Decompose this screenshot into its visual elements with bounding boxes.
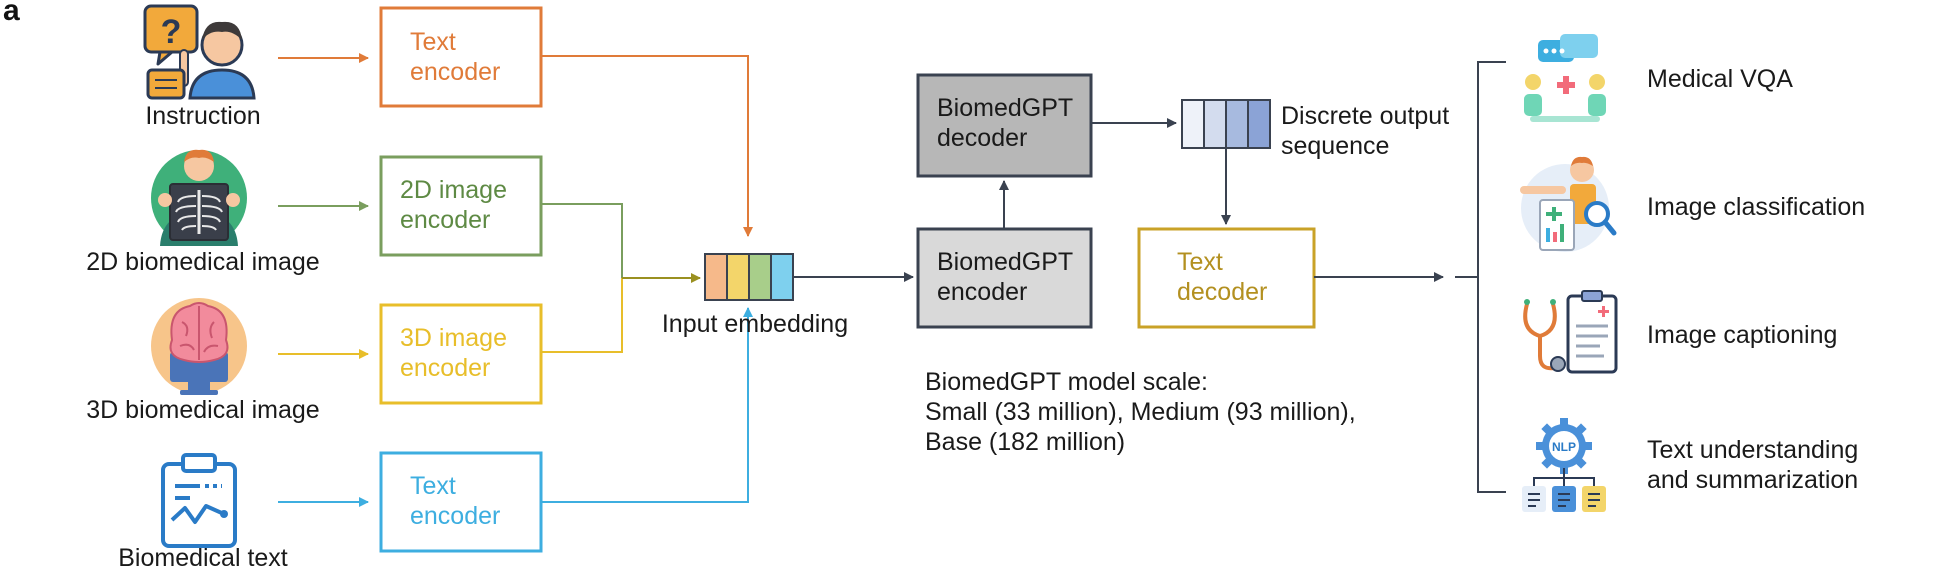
connector-2d	[541, 203, 623, 278]
task-image-classification: Image classification	[1647, 193, 1865, 221]
svg-text:BiomedGPT: BiomedGPT	[937, 248, 1073, 276]
task-text-understanding-line1: Text understanding	[1647, 436, 1858, 464]
svg-text:encoder: encoder	[410, 58, 500, 86]
svg-text:?: ?	[161, 13, 182, 51]
svg-text:encoder: encoder	[937, 278, 1027, 306]
instruction-label: Instruction	[145, 102, 260, 130]
svg-text:decoder: decoder	[937, 124, 1027, 152]
svg-text:Text: Text	[410, 472, 456, 500]
question-person-icon: ?	[143, 4, 256, 100]
medical-vqa-icon	[1524, 34, 1606, 122]
svg-text:encoder: encoder	[410, 502, 500, 530]
svg-text:2D image: 2D image	[400, 176, 507, 204]
xray-person-icon	[151, 149, 247, 246]
model-scale-sizes: Small (33 million), Medium (93 million),	[925, 398, 1356, 426]
brain-monitor-icon	[151, 298, 247, 395]
connector-text-bottom	[541, 307, 753, 503]
image-2d-label: 2D biomedical image	[86, 248, 319, 276]
clipboard-icon	[161, 453, 237, 548]
text-encoder-bottom: Text encoder	[379, 451, 543, 553]
discrete-output-label-line2: sequence	[1281, 132, 1389, 160]
stethoscope-report-icon	[1523, 290, 1618, 374]
image-3d-encoder: 3D image encoder	[379, 303, 543, 405]
text-encoder-top: Text encoder	[379, 6, 543, 108]
discrete-output-sequence	[1181, 99, 1271, 149]
svg-text:Text: Text	[1177, 248, 1223, 276]
task-bracket	[1477, 61, 1506, 493]
input-embedding-block	[704, 253, 794, 301]
svg-text:Text: Text	[410, 28, 456, 56]
nlp-gear-icon: NLP	[1522, 418, 1606, 512]
biomedgpt-decoder: BiomedGPT decoder	[916, 73, 1093, 178]
connector-3d	[541, 278, 623, 353]
discrete-output-label-line1: Discrete output	[1281, 102, 1449, 130]
text-input-label: Biomedical text	[118, 544, 288, 572]
model-scale-base: Base (182 million)	[925, 428, 1125, 456]
svg-text:3D image: 3D image	[400, 324, 507, 352]
image-classification-icon	[1520, 156, 1617, 252]
image-3d-label: 3D biomedical image	[86, 396, 319, 424]
task-medical-vqa: Medical VQA	[1647, 65, 1793, 93]
input-embedding-label: Input embedding	[662, 310, 848, 338]
image-2d-encoder: 2D image encoder	[379, 155, 543, 257]
svg-text:decoder: decoder	[1177, 278, 1267, 306]
text-decoder: Text decoder	[1137, 227, 1316, 329]
svg-text:encoder: encoder	[400, 354, 490, 382]
svg-text:NLP: NLP	[1552, 440, 1576, 454]
panel-label: a	[3, 0, 20, 27]
svg-text:encoder: encoder	[400, 206, 490, 234]
svg-text:BiomedGPT: BiomedGPT	[937, 94, 1073, 122]
task-text-understanding-line2: and summarization	[1647, 466, 1858, 494]
model-scale-title: BiomedGPT model scale:	[925, 368, 1208, 396]
connector-text-top	[541, 55, 753, 237]
biomedgpt-encoder: BiomedGPT encoder	[916, 227, 1093, 329]
task-image-captioning: Image captioning	[1647, 321, 1837, 349]
